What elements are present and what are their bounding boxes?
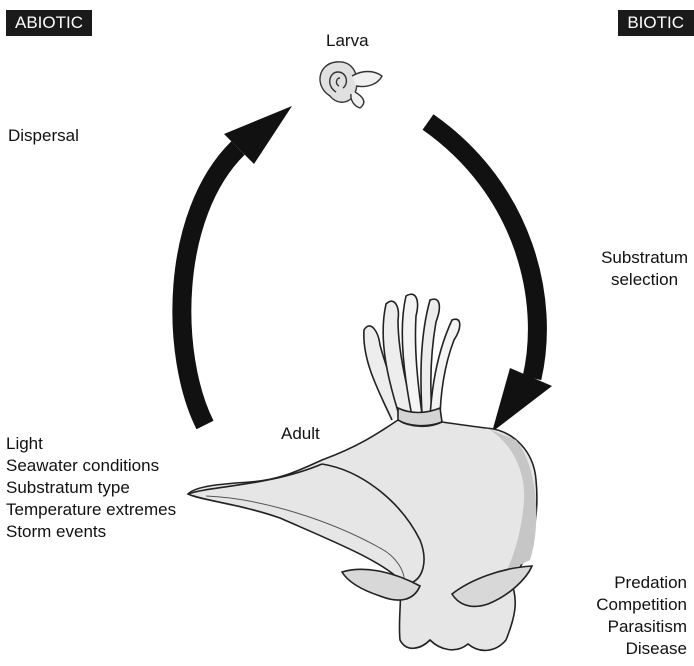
biotic-factor-item: Disease bbox=[596, 638, 687, 660]
settlement-arrow bbox=[428, 122, 552, 432]
biotic-factor-item: Competition bbox=[596, 594, 687, 616]
adult-label: Adult bbox=[281, 423, 320, 445]
dispersal-label: Dispersal bbox=[8, 125, 79, 147]
biotic-tag: BIOTIC bbox=[618, 10, 694, 36]
substratum-label-line: Substratum bbox=[601, 247, 688, 269]
substratum-selection-label: Substratum selection bbox=[601, 247, 688, 291]
substratum-label-line: selection bbox=[601, 269, 688, 291]
abiotic-factor-item: Light bbox=[6, 433, 176, 455]
biotic-factor-list: Predation Competition Parasitism Disease bbox=[596, 572, 687, 660]
abiotic-factor-item: Storm events bbox=[6, 521, 176, 543]
biotic-factor-item: Parasitism bbox=[596, 616, 687, 638]
larva-label: Larva bbox=[326, 30, 369, 52]
dispersal-arrow bbox=[182, 106, 292, 425]
abiotic-tag: ABIOTIC bbox=[6, 10, 92, 36]
abiotic-factor-list: Light Seawater conditions Substratum typ… bbox=[6, 433, 176, 543]
adult-illustration bbox=[188, 294, 537, 650]
abiotic-factor-item: Temperature extremes bbox=[6, 499, 176, 521]
biotic-factor-item: Predation bbox=[596, 572, 687, 594]
abiotic-factor-item: Substratum type bbox=[6, 477, 176, 499]
larva-illustration bbox=[320, 62, 382, 108]
abiotic-factor-item: Seawater conditions bbox=[6, 455, 176, 477]
